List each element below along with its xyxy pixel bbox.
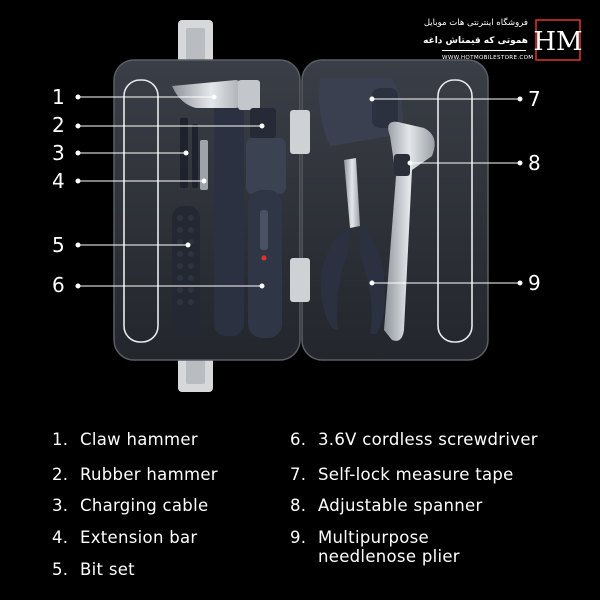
store-url: WWW.HOTMOBILESTORE.COM xyxy=(442,55,534,61)
legend-number: 3. xyxy=(52,496,69,515)
logo-divider xyxy=(442,50,526,51)
callout-number: 6 xyxy=(52,273,65,297)
callout-number: 3 xyxy=(52,141,65,165)
callout-lines xyxy=(75,94,523,289)
store-logo: فروشگاه اینترنتی هات موبایل هموتی که قیم… xyxy=(423,12,590,74)
callout-number: 4 xyxy=(52,169,65,193)
legend-item: 5. Bit set xyxy=(52,560,135,579)
legend-item: 8. Adjustable spanner xyxy=(290,496,483,515)
callout-number: 9 xyxy=(528,271,541,295)
legend-item: 6. 3.6V cordless screwdriver xyxy=(290,430,538,449)
hm-logo-mark: HM xyxy=(534,19,582,61)
case-hinge-bottom xyxy=(290,258,310,302)
legend-text: Adjustable spanner xyxy=(318,496,483,515)
legend-text-continued: needlenose plier xyxy=(318,547,460,566)
legend-text: Self-lock measure tape xyxy=(318,465,514,484)
legend-item: 7. Self-lock measure tape xyxy=(290,465,514,484)
legend-number: 8. xyxy=(290,496,307,515)
legend-number: 9. xyxy=(290,528,307,547)
case-hinge-top xyxy=(290,110,310,154)
callout-number: 1 xyxy=(52,85,65,109)
adjustable-spanner xyxy=(384,121,435,341)
needlenose-plier xyxy=(321,158,385,334)
rubber-hammer xyxy=(250,108,276,138)
callout-number: 7 xyxy=(528,87,541,111)
legend-text: Claw hammer xyxy=(80,430,198,449)
legend-number: 7. xyxy=(290,465,307,484)
bit-set xyxy=(172,206,200,336)
legend-number: 1. xyxy=(52,430,69,449)
measure-tape xyxy=(319,78,403,146)
legend-text: Multipurpose xyxy=(318,528,429,547)
extension-bar xyxy=(200,140,208,190)
legend-text: Bit set xyxy=(80,560,135,579)
cordless-screwdriver xyxy=(246,138,286,338)
callout-number: 2 xyxy=(52,113,65,137)
legend-number: 5. xyxy=(52,560,69,579)
legend-text: Rubber hammer xyxy=(80,465,218,484)
legend-item: 3. Charging cable xyxy=(52,496,208,515)
callout-number: 8 xyxy=(528,151,541,175)
legend-text: Extension bar xyxy=(80,528,198,547)
legend-text: Charging cable xyxy=(80,496,209,515)
claw-hammer xyxy=(172,80,260,336)
callout-number: 5 xyxy=(52,233,65,257)
legend-item: 4. Extension bar xyxy=(52,528,198,547)
legend-item: 1. Claw hammer xyxy=(52,430,198,449)
logo-letters: HM xyxy=(534,27,582,57)
case-handle-top xyxy=(178,20,213,68)
store-slogan: هموتی که قیمتاش داغه xyxy=(423,36,528,46)
legend-number: 2. xyxy=(52,465,69,484)
legend-item: 2. Rubber hammer xyxy=(52,465,218,484)
store-tagline: فروشگاه اینترنتی هات موبایل xyxy=(423,18,528,28)
legend-number: 6. xyxy=(290,430,307,449)
legend-text: 3.6V cordless screwdriver xyxy=(318,430,538,449)
legend-number: 4. xyxy=(52,528,69,547)
